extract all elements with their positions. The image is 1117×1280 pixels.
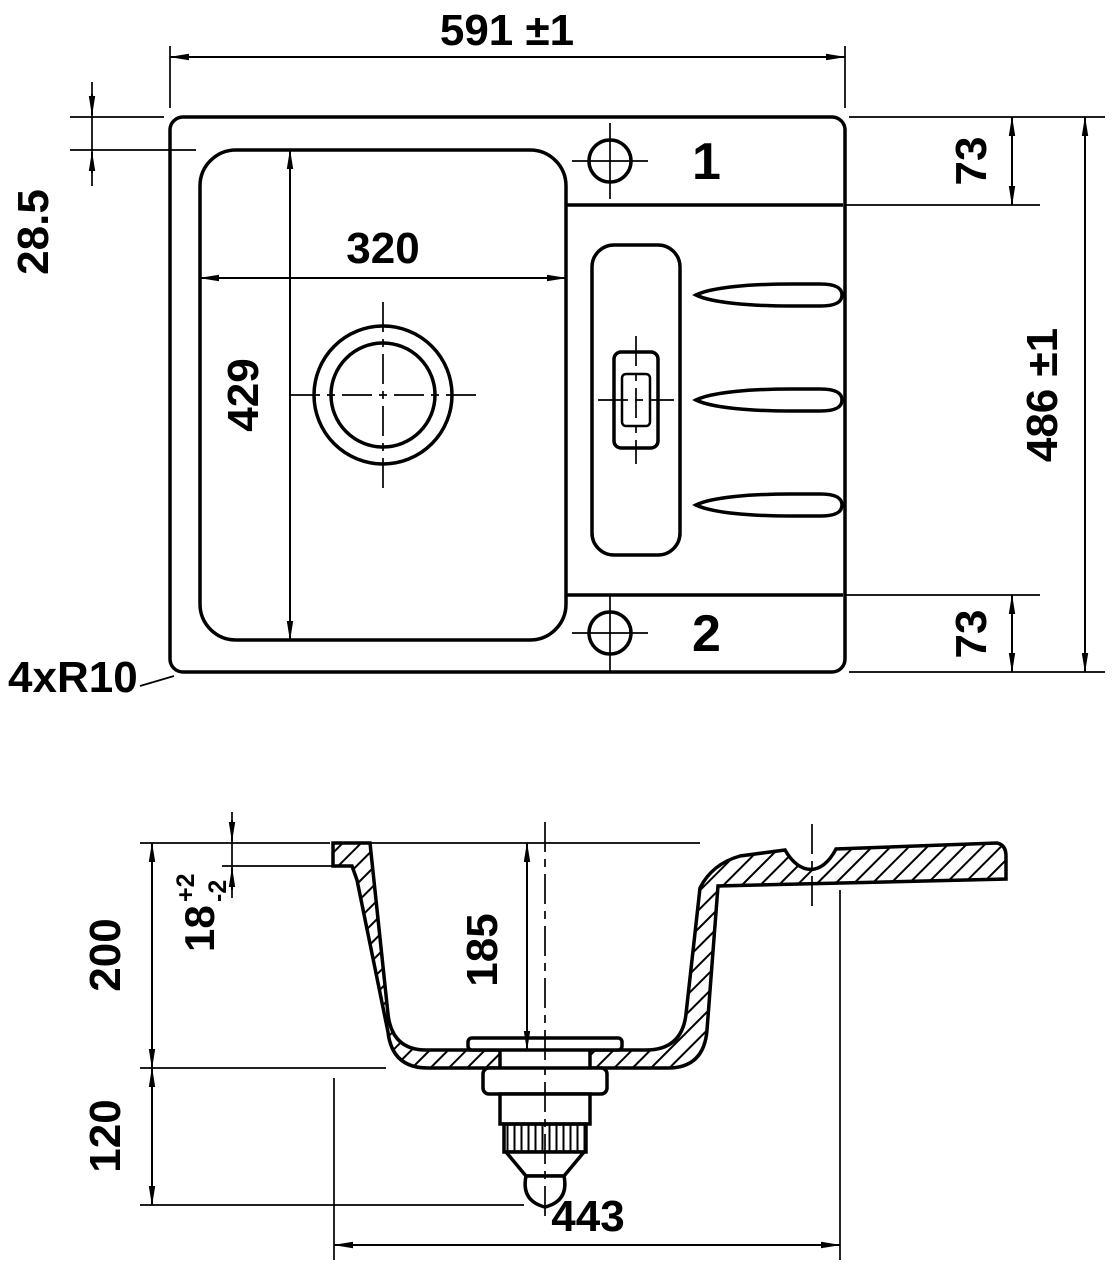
section-view: 200 120 18 +2 -2 185 <box>81 812 1008 1260</box>
dim-total-height: 200 <box>81 842 386 1069</box>
dim-drain-span: 443 <box>333 890 841 1260</box>
dim-overall-depth: 486 ±1 <box>1018 116 1089 673</box>
dim-text: 320 <box>346 224 419 273</box>
dim-bowl-length: 429 <box>219 149 294 641</box>
dim-text: 18 <box>176 905 223 952</box>
dim-text: 200 <box>81 918 130 991</box>
dim-text: 73 <box>947 137 996 186</box>
tolerance-minus: -2 <box>204 880 232 902</box>
drain-groove-1 <box>692 282 844 308</box>
sink-outline <box>168 115 847 674</box>
dim-text: 429 <box>219 358 268 431</box>
dim-text: 120 <box>81 1099 130 1172</box>
leader-line <box>139 675 175 687</box>
dim-text: 591 ±1 <box>440 6 574 55</box>
corner-radius-text: 4xR10 <box>8 653 138 702</box>
dim-text: 185 <box>458 913 507 986</box>
dim-drain-height: 120 <box>81 1067 524 1206</box>
dim-overall-width: 591 ±1 <box>169 6 846 108</box>
drain-groove-3 <box>692 492 844 518</box>
dim-rim-thickness: 18 +2 -2 <box>172 812 352 952</box>
tap-hole-2-label: 2 <box>692 605 721 663</box>
drain-groove-2 <box>692 387 844 413</box>
dim-text: 28.5 <box>9 189 58 275</box>
drainboard-recess <box>590 243 682 557</box>
dim-text: 486 ±1 <box>1018 328 1067 462</box>
bowl-outline <box>198 148 568 642</box>
dim-bowl-depth: 185 <box>458 842 531 1051</box>
dim-text: 443 <box>551 1192 624 1241</box>
corner-radius-callout: 4xR10 <box>8 653 175 702</box>
dim-hole1-offset: 73 <box>845 116 1105 206</box>
dim-text: 73 <box>947 610 996 659</box>
plan-view: 1 2 591 ±1 28.5 <box>8 6 1105 702</box>
section-body <box>331 841 1008 1070</box>
tolerance-plus: +2 <box>172 873 200 902</box>
tap-hole-1-label: 1 <box>692 133 721 191</box>
dim-rim-offset: 28.5 <box>9 82 196 275</box>
dim-bowl-width: 320 <box>199 224 567 282</box>
dim-text-group: 18 +2 -2 <box>172 873 232 952</box>
dim-hole2-offset: 73 <box>845 594 1105 673</box>
